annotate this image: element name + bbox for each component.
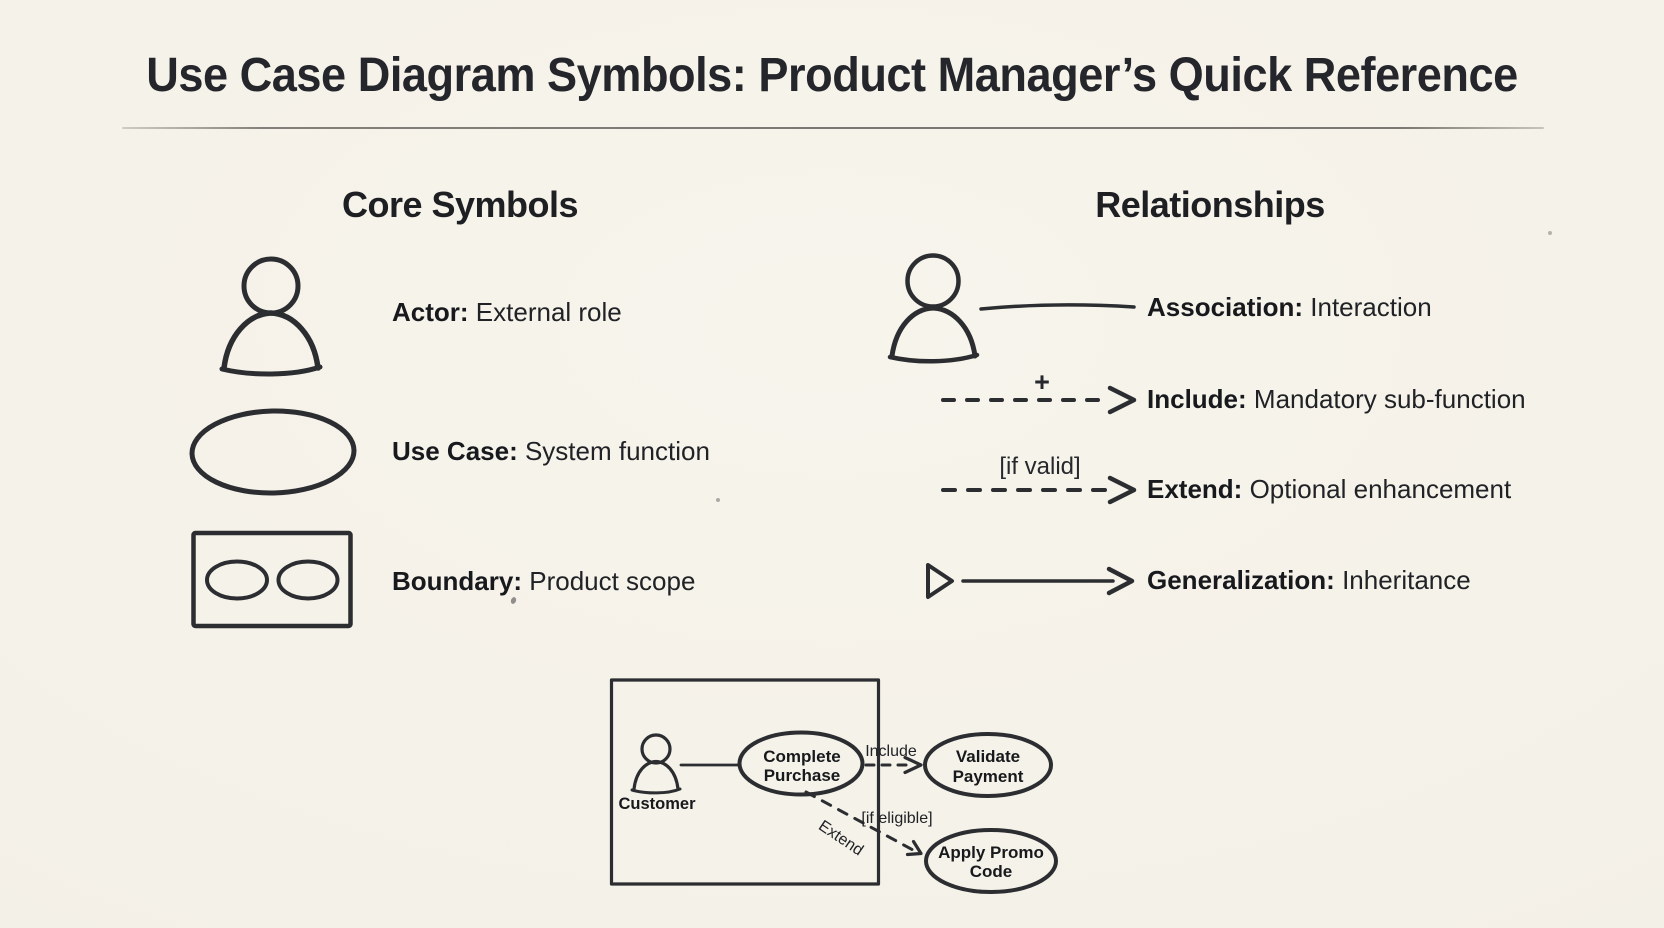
extend-condition-label: [if eligible] [861, 810, 932, 827]
actor-icon [219, 256, 323, 377]
validate-payment-label-line2: Payment [953, 767, 1024, 786]
boundary-rect [191, 530, 353, 629]
example-use-case-diagram: Customer Complete Purchase Include Valid… [609, 678, 1058, 894]
hollow-triangle [926, 563, 954, 599]
legend-item-include: Include: Mandatory sub-function [1147, 384, 1526, 415]
legend-term: Generalization: [1147, 565, 1335, 596]
legend-term: Association: [1147, 292, 1304, 323]
association-line [979, 303, 1136, 311]
ink-speckle [509, 596, 518, 605]
include-dashed-arrow-icon [941, 385, 1137, 415]
title-divider [122, 127, 1544, 129]
customer-actor-base [630, 787, 682, 795]
page-title: Use Case Diagram Symbols: Product Manage… [146, 49, 1518, 102]
legend-item-extend: Extend: Optional enhancement [1147, 474, 1512, 505]
customer-actor-body [632, 759, 680, 791]
extend-dashed-line [804, 790, 915, 852]
apply-promo-label-line1: Apply Promo [938, 843, 1044, 862]
arrowhead [1107, 475, 1137, 505]
legend-item-generalization: Generalization: Inheritance [1147, 565, 1471, 596]
legend-term: Extend: [1147, 474, 1243, 505]
legend-description: Inheritance [1342, 565, 1471, 596]
extend-guard-annotation: [if valid] [999, 453, 1081, 480]
legend-item-association: Association: Interaction [1147, 292, 1432, 323]
legend-term: Actor: [392, 297, 469, 328]
complete-purchase-label-line2: Purchase [764, 766, 841, 785]
legend-description: System function [524, 436, 710, 467]
legend-term: Include: [1147, 384, 1247, 415]
actor-body [221, 310, 321, 371]
legend-term: Boundary: [392, 566, 522, 597]
customer-label: Customer [618, 795, 696, 813]
legend-description: Mandatory sub-function [1253, 384, 1526, 415]
boundary-inner-ellipse-1 [205, 559, 269, 601]
legend-item-boundary: Boundary: Product scope [392, 566, 696, 597]
actor-body-base [219, 364, 323, 377]
actor-body-base [887, 352, 980, 364]
use-case-ellipse-icon [189, 408, 357, 496]
extend-arrowhead [905, 839, 923, 857]
extend-arrow-label: Extend [815, 817, 866, 859]
include-plus-annotation: + [1034, 367, 1050, 397]
actor-body [889, 305, 978, 359]
include-arrowhead [903, 755, 923, 775]
use-case-ellipse [189, 408, 357, 496]
apply-promo-code-ellipse [924, 828, 1058, 894]
validate-payment-ellipse [923, 732, 1053, 798]
system-boundary-rect [609, 678, 881, 886]
apply-promo-label-line2: Code [970, 862, 1013, 881]
relationships-heading: Relationships [1095, 184, 1325, 225]
arrowhead [1106, 566, 1135, 596]
legend-description: Optional enhancement [1249, 474, 1512, 505]
legend-description: Product scope [529, 566, 696, 597]
legend-term: Use Case: [392, 436, 518, 467]
actor-head [241, 256, 301, 316]
customer-actor-icon [640, 733, 672, 765]
boundary-inner-ellipse-2 [276, 559, 340, 601]
arrowhead [1107, 385, 1137, 415]
legend-description: External role [475, 297, 622, 328]
core-symbols-heading: Core Symbols [341, 184, 579, 225]
legend-item-use-case: Use Case: System function [392, 436, 710, 467]
include-arrow-label: Include [865, 743, 917, 760]
ink-speckle [1548, 231, 1552, 235]
actor-head [905, 253, 961, 309]
boundary-box-icon [191, 530, 353, 629]
legend-item-actor: Actor: External role [392, 297, 622, 328]
extend-dashed-arrow-icon [941, 475, 1137, 505]
association-line-icon [979, 303, 1136, 311]
validate-payment-label-line1: Validate [956, 747, 1020, 766]
generalization-arrow-icon [926, 563, 1135, 599]
ink-speckle [716, 498, 720, 502]
complete-purchase-ellipse [737, 730, 865, 797]
legend-description: Interaction [1310, 292, 1432, 323]
complete-purchase-label-line1: Complete [763, 747, 840, 766]
actor-association-icon [887, 253, 980, 364]
